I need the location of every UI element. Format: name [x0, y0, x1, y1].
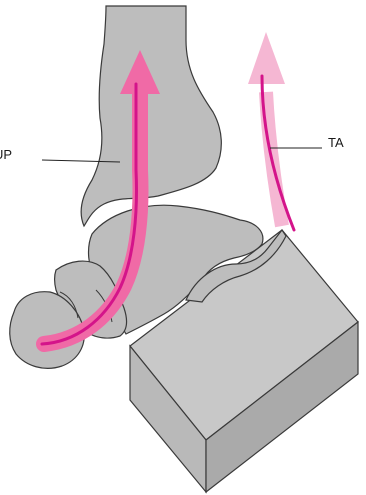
right-arrow-head: [248, 32, 285, 84]
tibia-bone: [81, 6, 221, 226]
right-arrow-shaft: [266, 92, 282, 226]
up-label: UP: [0, 148, 12, 161]
ta-label: TA: [328, 136, 344, 149]
